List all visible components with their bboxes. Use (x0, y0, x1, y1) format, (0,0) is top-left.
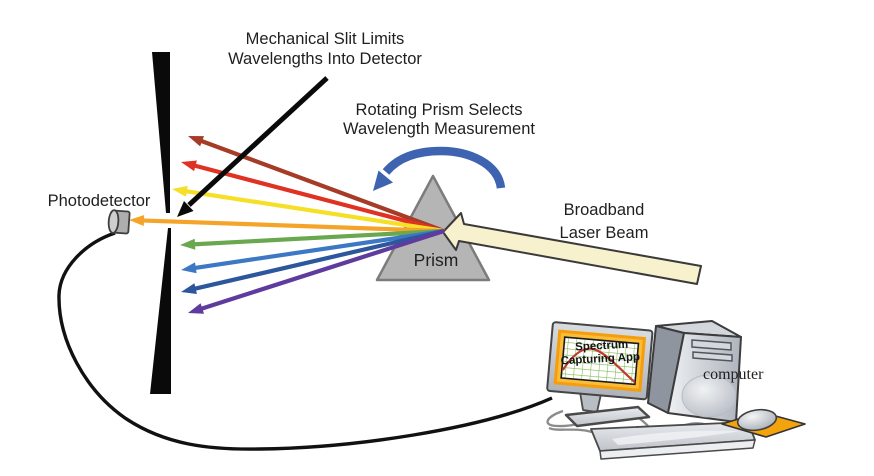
beam-label-line1: Broadband (563, 201, 645, 219)
laser-beam-arrow (442, 212, 702, 285)
prism-label: Prism (413, 250, 459, 270)
app-title-line2: Capturing App (560, 351, 640, 367)
beam-label: Broadband Laser Beam (544, 199, 664, 245)
ray-purple (195, 229, 445, 313)
monitor: Spectrum Capturing App (546, 321, 654, 401)
ray-red (188, 162, 445, 234)
mouse (736, 408, 778, 432)
ray-red-arrowhead (181, 160, 197, 172)
tower-vent (681, 374, 737, 418)
detector-cable (57, 231, 553, 451)
beam-label-line2: Laser Beam (559, 224, 649, 242)
rotation-label: Rotating Prism Selects Wavelength Measur… (328, 101, 550, 139)
ray-dark-blue-arrowhead (181, 283, 197, 294)
rotation-label-line1: Rotating Prism Selects (355, 101, 523, 119)
rotation-label-line2: Wavelength Measurement (343, 120, 535, 138)
app-title-line1: Spectrum (575, 339, 629, 354)
ray-yellow (179, 188, 445, 234)
ray-orange-arrowhead (129, 215, 145, 226)
ray-purple-arrowhead (188, 303, 204, 314)
slit-label-line1: Mechanical Slit Limits (245, 30, 405, 48)
computer-label: computer (703, 366, 764, 383)
photodetector-label: Photodetector (47, 192, 151, 210)
drive-bay (691, 339, 732, 351)
drive-bay (692, 351, 733, 362)
ray-dark-red-arrowhead (188, 136, 204, 147)
spectrum-curve (561, 347, 636, 384)
photodetector-device (107, 209, 131, 235)
dispersed-rays (129, 136, 445, 314)
slit-upper-blade (152, 52, 170, 213)
ray-orange (137, 218, 445, 234)
slit-pointer-arrow (177, 76, 329, 217)
ray-dark-blue (188, 228, 445, 293)
ray-green-arrowhead (180, 238, 196, 250)
ray-yellow-arrowhead (172, 185, 188, 197)
ray-light-blue-arrowhead (181, 262, 197, 274)
keyboard (590, 421, 756, 460)
slit-label: Mechanical Slit Limits Wavelengths Into … (218, 29, 432, 69)
slit-label-line2: Wavelengths Into Detector (228, 50, 422, 68)
rotation-arrow (373, 146, 506, 191)
monitor-stand (564, 391, 651, 428)
ray-green (188, 228, 445, 247)
ray-dark-red (194, 136, 445, 233)
ray-light-blue (188, 228, 445, 271)
slit-lower-blade (150, 228, 171, 394)
